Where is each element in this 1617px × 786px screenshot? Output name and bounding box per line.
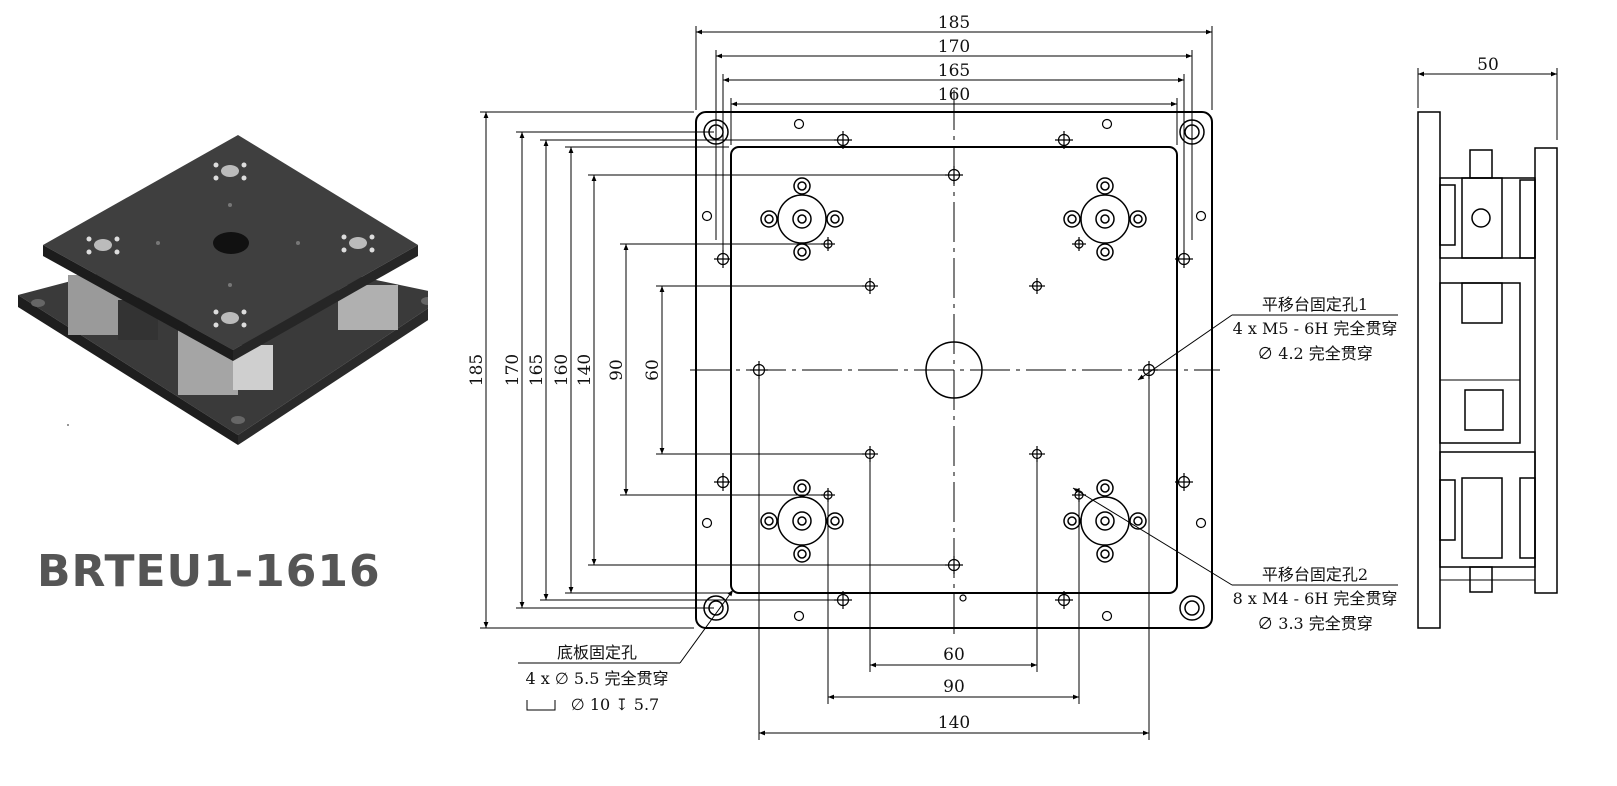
bottom-dimensions — [758, 376, 1150, 740]
dim-left-170: 170 — [503, 354, 523, 386]
callout-stage-holes-2-line1: 8 x M4 - 6H 完全贯穿 — [1233, 589, 1398, 608]
counterbore-symbol-icon — [526, 700, 556, 711]
dim-bottom-90: 90 — [943, 677, 965, 697]
callout-base-holes-title: 底板固定孔 — [557, 643, 637, 662]
callout-stage-holes-2-title: 平移台固定孔2 — [1262, 565, 1368, 584]
callout-stage-holes-1-line2: ∅ 4.2 完全贯穿 — [1257, 344, 1373, 363]
dim-top-185: 185 — [938, 13, 970, 33]
callout-stage-holes-2-line2: ∅ 3.3 完全贯穿 — [1257, 614, 1373, 633]
dim-left-90: 90 — [607, 359, 627, 381]
dim-top-170: 170 — [938, 37, 970, 57]
dim-left-60: 60 — [643, 359, 663, 381]
left-dimensions — [480, 111, 948, 629]
dim-side-50: 50 — [1477, 55, 1499, 75]
dim-left-140: 140 — [575, 354, 595, 386]
dim-top-160: 160 — [938, 85, 970, 105]
dim-bottom-140: 140 — [938, 713, 970, 733]
top-view — [690, 90, 1220, 640]
top-dimensions — [695, 26, 1213, 250]
dim-left-165: 165 — [527, 354, 547, 386]
callout-stage-holes-1-title: 平移台固定孔1 — [1262, 295, 1368, 314]
product-3d-render — [18, 135, 428, 445]
callout-stage-holes-1-line1: 4 x M5 - 6H 完全贯穿 — [1233, 319, 1398, 338]
callout-base-holes-line2: ∅ 10 ↧ 5.7 — [571, 695, 659, 714]
product-name: BRTEU1-1616 — [37, 546, 381, 597]
dim-top-165: 165 — [938, 61, 970, 81]
side-view — [1417, 68, 1558, 629]
dim-left-160: 160 — [552, 354, 572, 386]
dim-bottom-60: 60 — [943, 645, 965, 665]
dim-left-185: 185 — [467, 354, 487, 386]
callout-base-holes-line1: 4 x ∅ 5.5 完全贯穿 — [526, 669, 669, 688]
